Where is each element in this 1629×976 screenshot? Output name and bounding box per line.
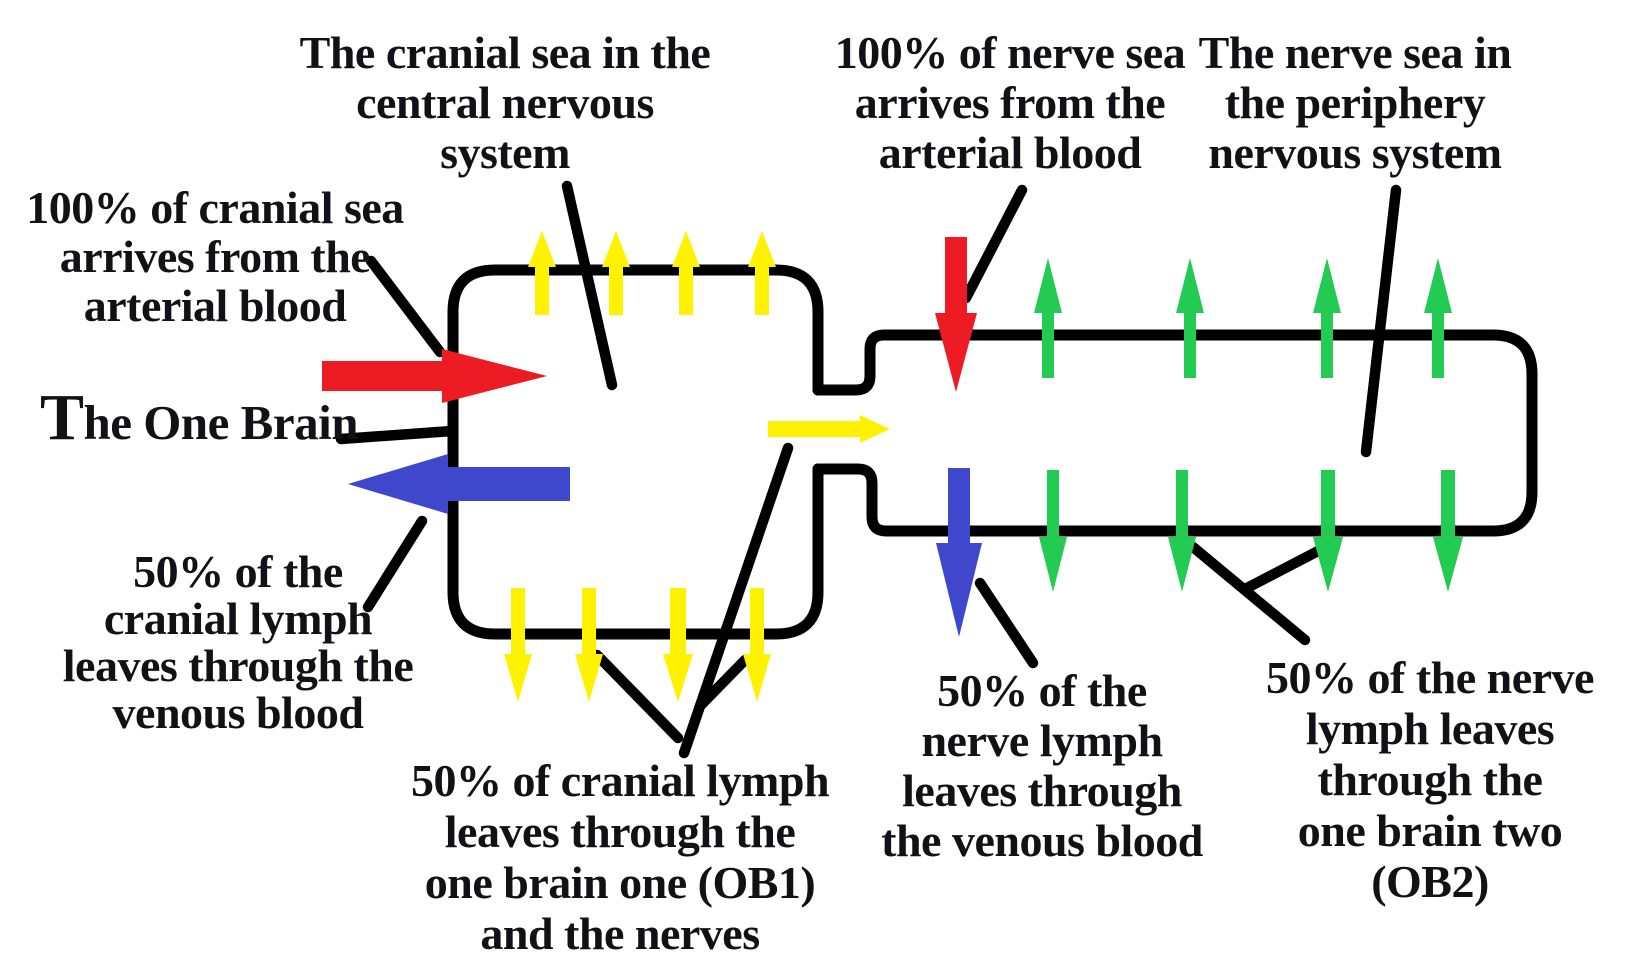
label-line: one brain two xyxy=(1297,805,1563,856)
label-cranial-sea-arterial: 100% of cranial sea arrives from the art… xyxy=(15,183,415,330)
label-nerve-lymph-venous: 50% of the nerve lymph leaves through th… xyxy=(845,666,1239,866)
one-brain-initial: T xyxy=(40,381,84,454)
label-line: the periphery xyxy=(1224,77,1486,128)
pointer-cranial-sea-label xyxy=(561,180,618,391)
label-line: arrives from the xyxy=(59,231,371,282)
nerve-lymph-up-arrow-3 xyxy=(1313,258,1341,378)
label-nerve-lymph-ob2: 50% of the nerve lymph leaves through th… xyxy=(1230,652,1629,907)
pointer-ob2-label-main xyxy=(1187,541,1311,646)
cranial-lymph-up-arrow-2 xyxy=(602,231,630,315)
label-nerve-sea-arterial: 100% of nerve sea arrives from the arter… xyxy=(810,28,1210,178)
label-line: through the xyxy=(1317,754,1543,805)
cranial-lymph-up-arrow-4 xyxy=(748,231,776,315)
nerve-lymph-down-arrow-3 xyxy=(1313,470,1343,592)
periphery-nervous-system-box xyxy=(812,329,1538,537)
label-line: arterial blood xyxy=(83,280,347,331)
cranial-lymph-down-arrow-4 xyxy=(743,588,771,702)
label-line: the venous blood xyxy=(881,815,1203,866)
label-line: 50% of cranial lymph xyxy=(410,755,830,806)
label-line: and the nerves xyxy=(480,908,760,959)
label-line: cranial lymph xyxy=(103,593,373,644)
nerve-arterial-inflow-arrow xyxy=(935,237,977,392)
nerve-lymph-down-arrow-2 xyxy=(1168,470,1196,592)
label-nerve-sea-periphery: The nerve sea in the periphery nervous s… xyxy=(1155,28,1555,178)
nerve-lymph-up-arrow-1 xyxy=(1034,258,1062,378)
label-line: arrives from the xyxy=(854,77,1166,128)
pointer-nerve-venous-label xyxy=(974,577,1039,669)
label-line: 50% of the xyxy=(133,546,343,597)
pointer-ob1-label-right xyxy=(694,654,751,712)
label-line: leaves through the xyxy=(62,640,414,691)
label-line: lymph leaves xyxy=(1305,703,1555,754)
label-line: leaves through the xyxy=(444,806,796,857)
one-brain-rest: he One Brain xyxy=(83,395,359,450)
label-line: nervous system xyxy=(1208,127,1502,178)
label-line: The cranial sea in the xyxy=(299,27,711,78)
label-line: nerve lymph xyxy=(921,715,1163,766)
cranial-venous-outflow-arrow xyxy=(348,454,570,514)
label-line: one brain one (OB1) xyxy=(424,857,816,908)
label-one-brain: The One Brain xyxy=(40,385,370,454)
label-line: 50% of the nerve xyxy=(1266,652,1594,703)
nerve-lymph-down-arrow-1 xyxy=(1039,470,1067,592)
nerve-lymph-down-arrow-4 xyxy=(1433,470,1463,592)
cranial-lymph-down-arrow-1 xyxy=(504,588,532,702)
nerve-venous-outflow-arrow xyxy=(936,468,982,637)
label-line: system xyxy=(440,127,570,178)
pointer-periphery-label xyxy=(1360,184,1402,458)
cranial-lymph-up-arrow-3 xyxy=(672,231,700,315)
pointer-nerve-arterial-label xyxy=(960,184,1028,304)
label-line: 100% of cranial sea xyxy=(26,182,404,233)
label-line: 100% of nerve sea xyxy=(834,27,1186,78)
label-line: venous blood xyxy=(112,687,364,738)
nerve-lymph-up-arrow-2 xyxy=(1176,258,1204,378)
label-line: The nerve sea in xyxy=(1198,27,1512,78)
nerve-lymph-up-arrow-4 xyxy=(1424,258,1452,378)
pointer-one-brain-label xyxy=(335,425,458,445)
label-line: central nervous xyxy=(356,77,654,128)
label-cranial-lymph-ob1: 50% of cranial lymph leaves through the … xyxy=(408,755,832,959)
pointer-ob2-label-branch xyxy=(1239,544,1326,595)
cranial-lymph-ob1-arrow xyxy=(768,415,890,443)
pointer-cranial-arterial-label xyxy=(365,255,446,358)
pointer-ob1-label-left xyxy=(591,649,684,744)
label-cranial-sea: The cranial sea in the central nervous s… xyxy=(285,28,725,178)
label-line: 50% of the xyxy=(937,665,1147,716)
cranial-arterial-inflow-arrow xyxy=(322,349,547,403)
label-line: leaves through xyxy=(902,765,1182,816)
pointer-cranial-venous-label xyxy=(362,515,428,613)
label-line: (OB2) xyxy=(1371,856,1489,907)
label-line: arterial blood xyxy=(878,127,1142,178)
central-nervous-system-box xyxy=(447,264,824,640)
label-cranial-lymph-venous: 50% of the cranial lymph leaves through … xyxy=(38,548,438,736)
cranial-lymph-down-arrow-3 xyxy=(663,588,693,702)
cranial-lymph-up-arrow-1 xyxy=(528,231,556,315)
cranial-lymph-down-arrow-2 xyxy=(575,588,603,702)
